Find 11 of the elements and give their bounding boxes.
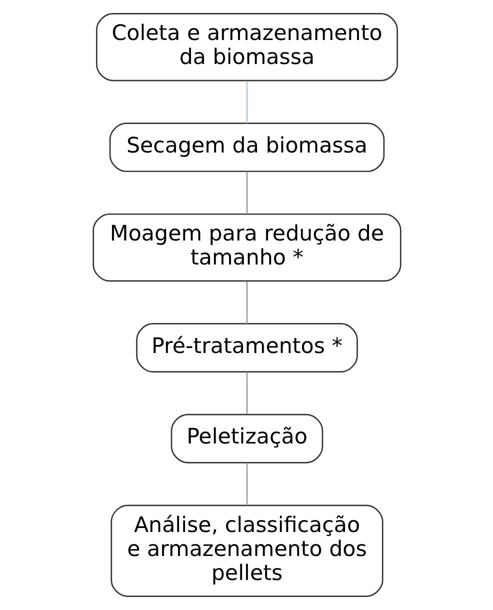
connector: [246, 281, 248, 324]
node-box: Moagem para redução de tamanho *: [92, 213, 401, 282]
connector: [246, 81, 248, 124]
node-box: Secagem da biomassa: [108, 122, 384, 172]
node-box: Coleta e armazenamento da biomassa: [96, 13, 398, 82]
connector: [246, 372, 248, 414]
connector: [246, 172, 248, 214]
node-box: Peletização: [170, 414, 323, 464]
node-box: Pré-tratamentos *: [136, 323, 358, 372]
node-box: Análise, classificação e armazenamento dos pellets: [110, 504, 383, 597]
connector: [246, 462, 248, 506]
